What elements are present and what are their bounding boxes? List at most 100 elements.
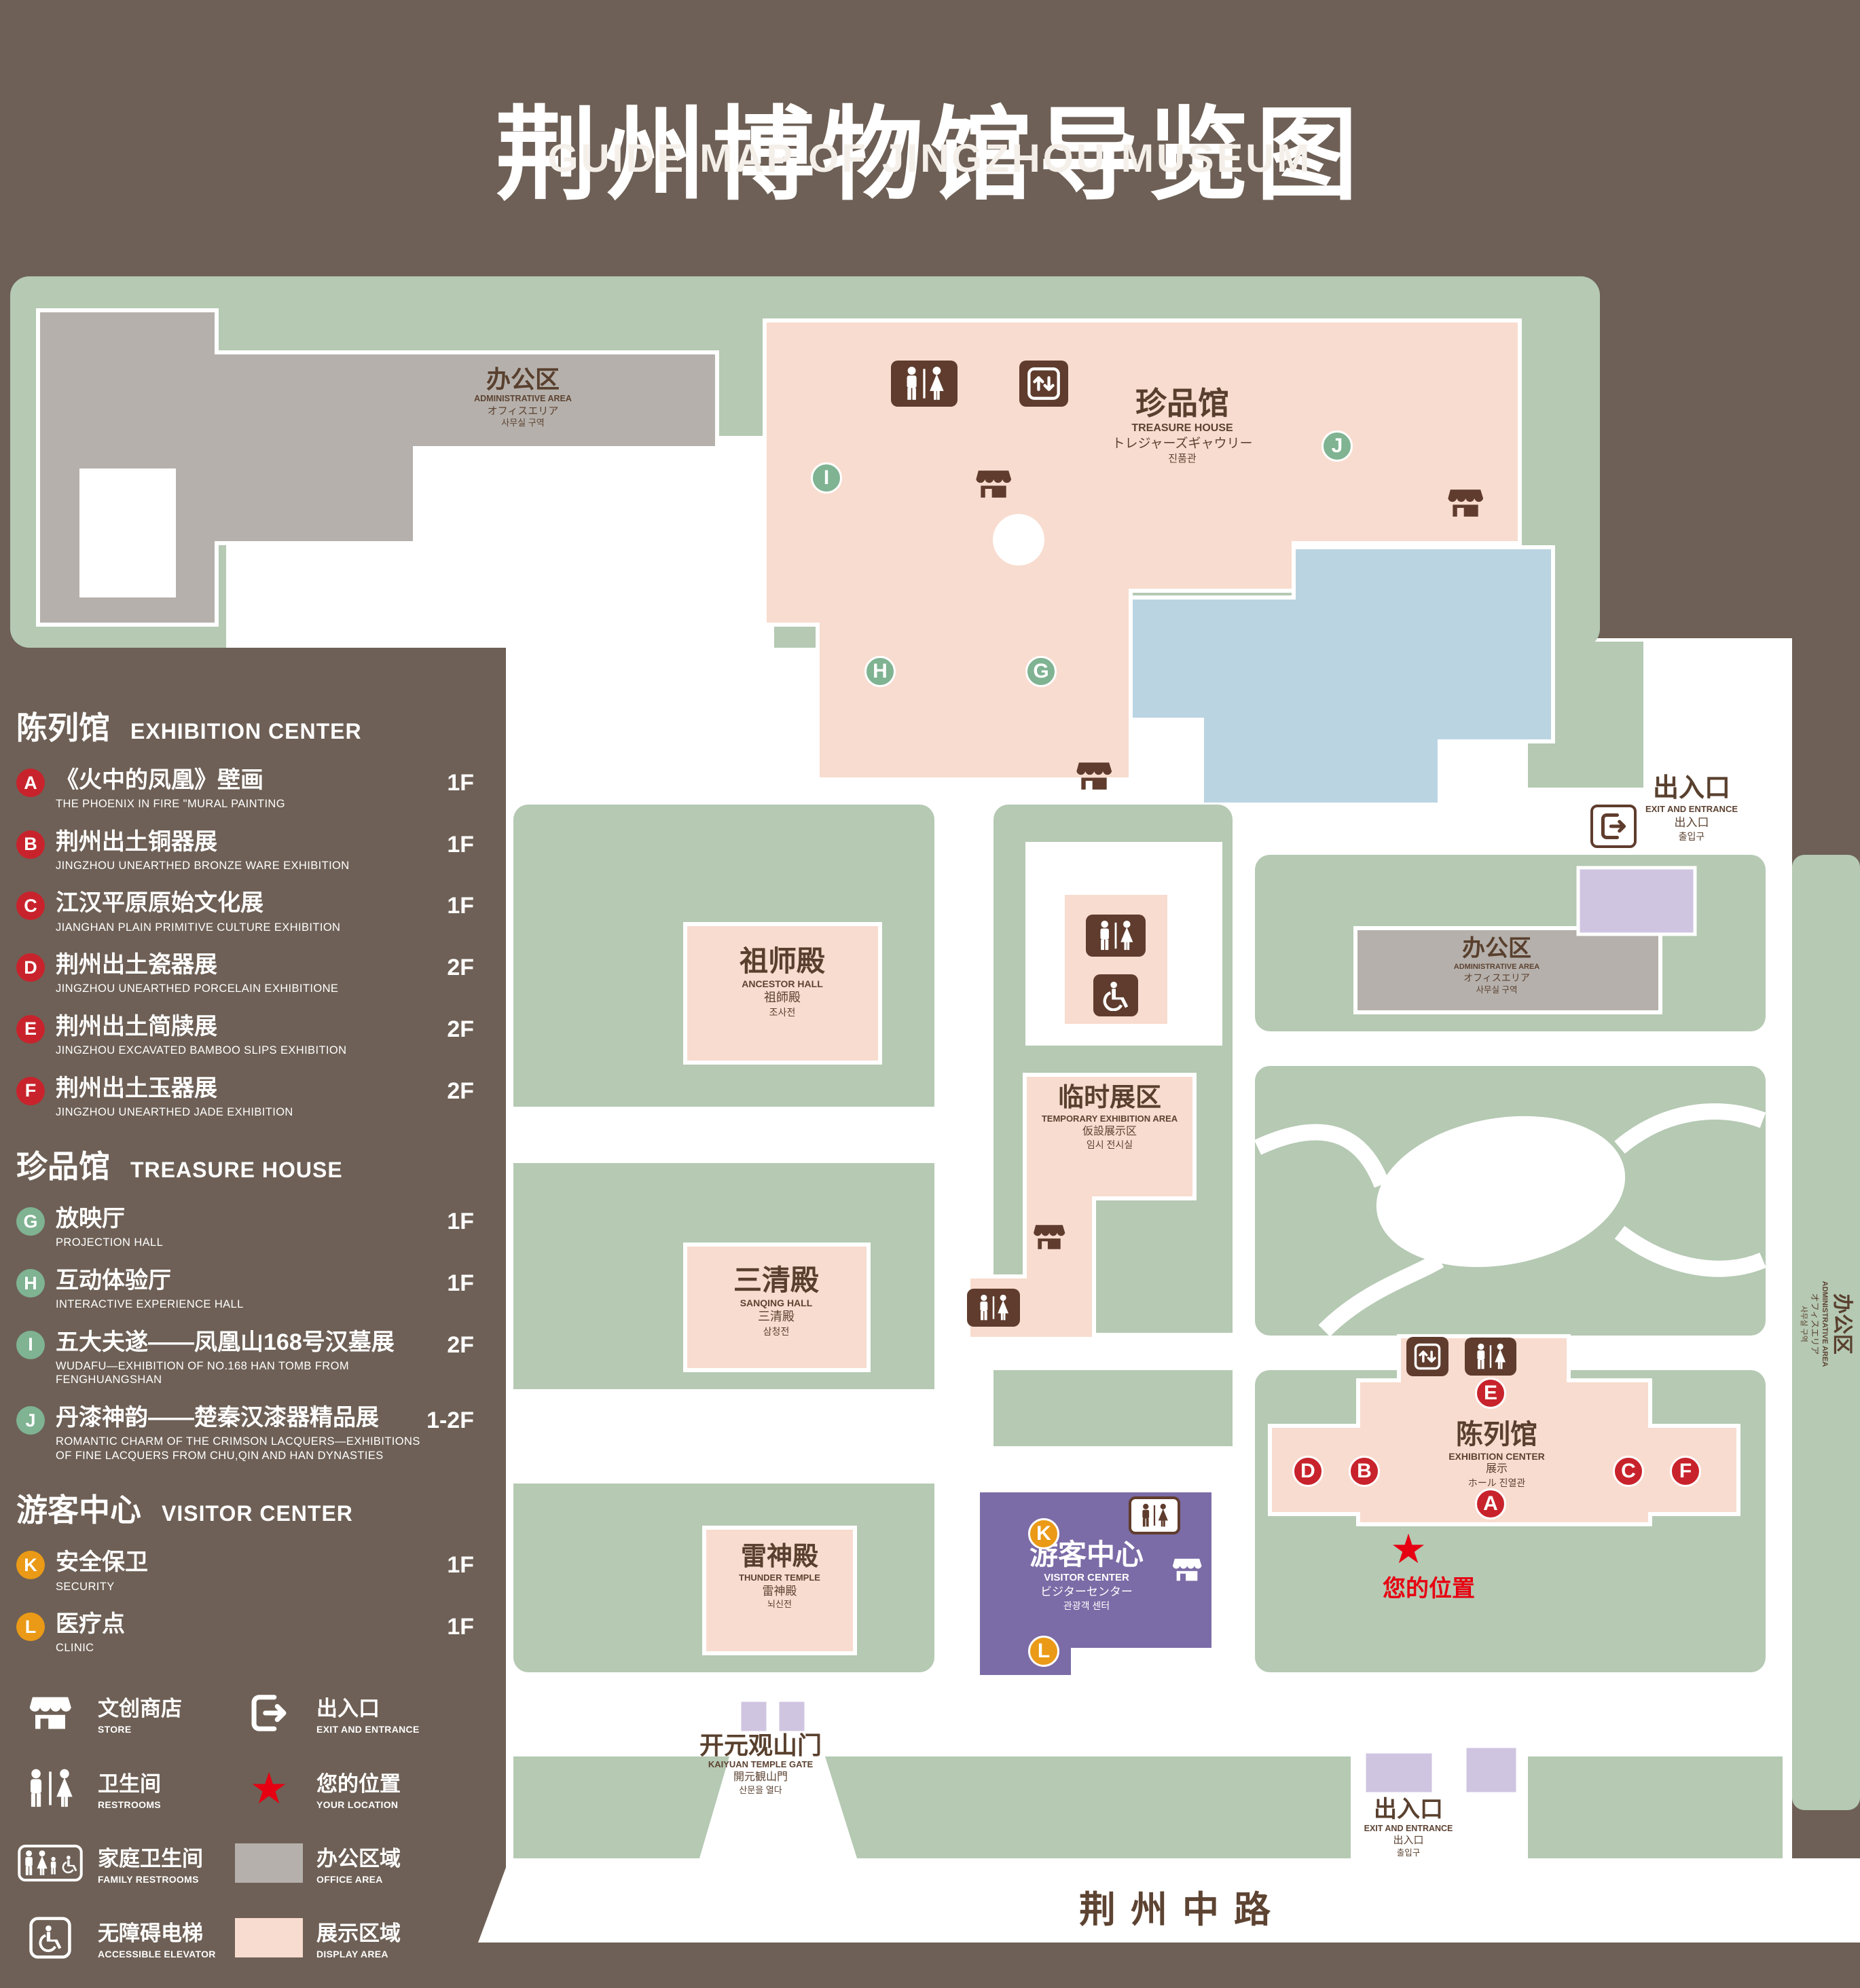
section-exhibition-center: 陈列馆 EXHIBITION CENTER <box>16 703 503 748</box>
restroom-icon <box>967 1289 1020 1327</box>
map-marker-J: J <box>1321 430 1353 462</box>
accessible-elevator-icon <box>16 1917 84 1959</box>
section-visitor-center: 游客中心 VISITOR CENTER <box>16 1492 353 1528</box>
display-area-swatch <box>235 1917 303 1957</box>
item-badge: K <box>16 1551 45 1580</box>
map-marker-G: G <box>1025 656 1057 687</box>
restroom-icon <box>891 361 958 407</box>
map-marker-F: F <box>1670 1456 1701 1487</box>
item-badge: I <box>16 1330 45 1359</box>
your-location-label: 您的位置 <box>1383 1576 1475 1602</box>
label-office-top: 办公区 ADMINISTRATIVE AREA オフィスエリア 사무실 구역 <box>474 365 572 428</box>
floor-badge: 1F <box>447 1552 474 1579</box>
label-visitor-center: 游客中心 VISITOR CENTER ビジターセンター 관광객 센터 <box>1029 1539 1144 1611</box>
store-icon <box>1171 1554 1203 1585</box>
family-restroom-icon <box>16 1844 84 1882</box>
store-icon <box>1075 757 1113 795</box>
item-bad­ge: A <box>16 769 45 797</box>
label-temporary-area: 临时展区 TEMPORARY EXHIBITION AREA 仮設展示区 임시 … <box>1041 1084 1178 1151</box>
section-treasure-house: 珍品馆 TREASURE HOUSE <box>16 1149 343 1185</box>
exit-icon <box>235 1692 303 1734</box>
floor-badge: 1F <box>447 1209 474 1235</box>
map-marker-C: C <box>1613 1456 1644 1487</box>
item-badge: H <box>16 1269 45 1298</box>
office-building-top <box>36 308 719 627</box>
label-exit-right: 出入口 EXIT AND ENTRANCE 出入口 출입구 <box>1645 774 1738 842</box>
floor-badge: 1F <box>447 831 474 858</box>
floor-badge: 1F <box>447 770 474 796</box>
exit-icon <box>1590 805 1637 848</box>
map-marker-A: A <box>1475 1488 1506 1520</box>
label-office-right: 办公区 ADMINISTRATIVE AREA オフィスエリア 사무실 구역 <box>1453 936 1540 995</box>
map-marker-E: E <box>1475 1378 1506 1409</box>
elevator-icon <box>1406 1337 1448 1376</box>
label-treasure-house: 珍品馆 TREASURE HOUSE トレジャーズギャウリー 진품관 <box>1112 386 1253 465</box>
page-title: 荆州博物馆导览图 <box>495 97 1365 212</box>
page-subtitle: GUIDE MAP OF JINGZHOU MUSEUM <box>547 136 1313 181</box>
item-badge: F <box>16 1076 45 1105</box>
label-thunder-temple: 雷神殿 THUNDER TEMPLE 雷神殿 뇌신전 <box>739 1543 820 1609</box>
floor-badge: 2F <box>447 955 474 981</box>
item-badge: J <box>16 1406 45 1435</box>
office-area-swatch <box>235 1843 303 1883</box>
store-icon <box>1446 484 1484 522</box>
floor-badge: 1F <box>447 1270 474 1297</box>
section-title-zh: 陈列馆 <box>16 710 110 746</box>
map-marker-D: D <box>1292 1456 1324 1487</box>
store-icon <box>16 1691 84 1735</box>
restroom-icon <box>1129 1496 1180 1534</box>
floor-badge: 1F <box>447 893 474 919</box>
restroom-icon <box>1465 1338 1516 1376</box>
map-marker-L: L <box>1028 1636 1059 1667</box>
floor-badge: 2F <box>447 1331 474 1358</box>
road <box>478 1858 1860 1943</box>
item-badge: E <box>16 1014 45 1044</box>
map-marker-K: K <box>1028 1518 1059 1549</box>
garden-walkways <box>1254 1103 1766 1337</box>
item-badge: L <box>16 1613 45 1642</box>
floor-badge: 2F <box>447 1016 474 1042</box>
restroom-icon <box>1086 915 1146 957</box>
elevator-icon <box>1019 361 1068 407</box>
item-badge: D <box>16 953 45 982</box>
label-ancestor-hall: 祖师殿 ANCESTOR HALL 祖師殿 조사전 <box>739 945 826 1018</box>
store-icon <box>974 465 1013 503</box>
restroom-icon <box>16 1768 84 1809</box>
floor-badge: 1-2F <box>426 1407 474 1434</box>
label-sanqing-hall: 三清殿 SANQING HALL 三清殿 삼청전 <box>733 1264 820 1337</box>
your-location-star: ★ <box>1390 1526 1427 1572</box>
item-badge: G <box>16 1207 45 1236</box>
label-exhibition-center: 陈列馆 EXHIBITION CENTER 展示 ホール 진열관 <box>1448 1420 1545 1488</box>
floor-badge: 1F <box>447 1614 474 1640</box>
location-icon: ★ <box>249 1763 289 1813</box>
map-marker-I: I <box>811 462 842 494</box>
label-road: 荆州中路 <box>1079 1890 1285 1930</box>
office-building-right <box>1353 926 1662 1014</box>
label-office-strip: 办公区 ADMINISTRATIVE AREA オフィスエリア 사무실 구역 <box>1800 1281 1853 1367</box>
entrance-blocks <box>737 866 1697 1796</box>
item-badge: B <box>16 830 45 859</box>
display-buildings <box>683 891 1740 1655</box>
store-icon <box>1032 1220 1066 1254</box>
pond <box>1129 545 1555 807</box>
